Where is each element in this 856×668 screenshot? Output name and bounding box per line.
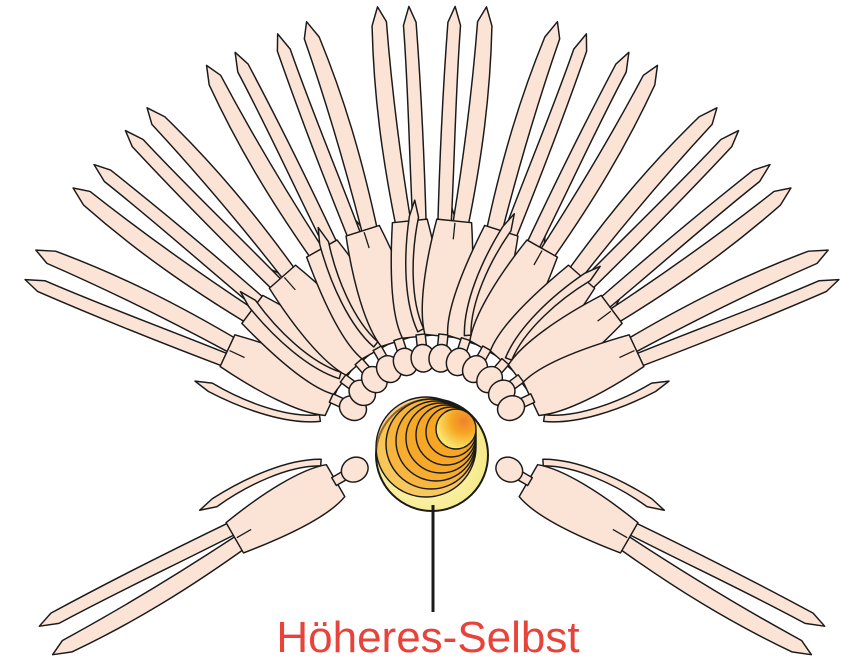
sphere-ring <box>436 409 476 449</box>
higher-self-sphere <box>376 397 488 511</box>
higher-self-label: Höheres-Selbst <box>0 612 856 664</box>
